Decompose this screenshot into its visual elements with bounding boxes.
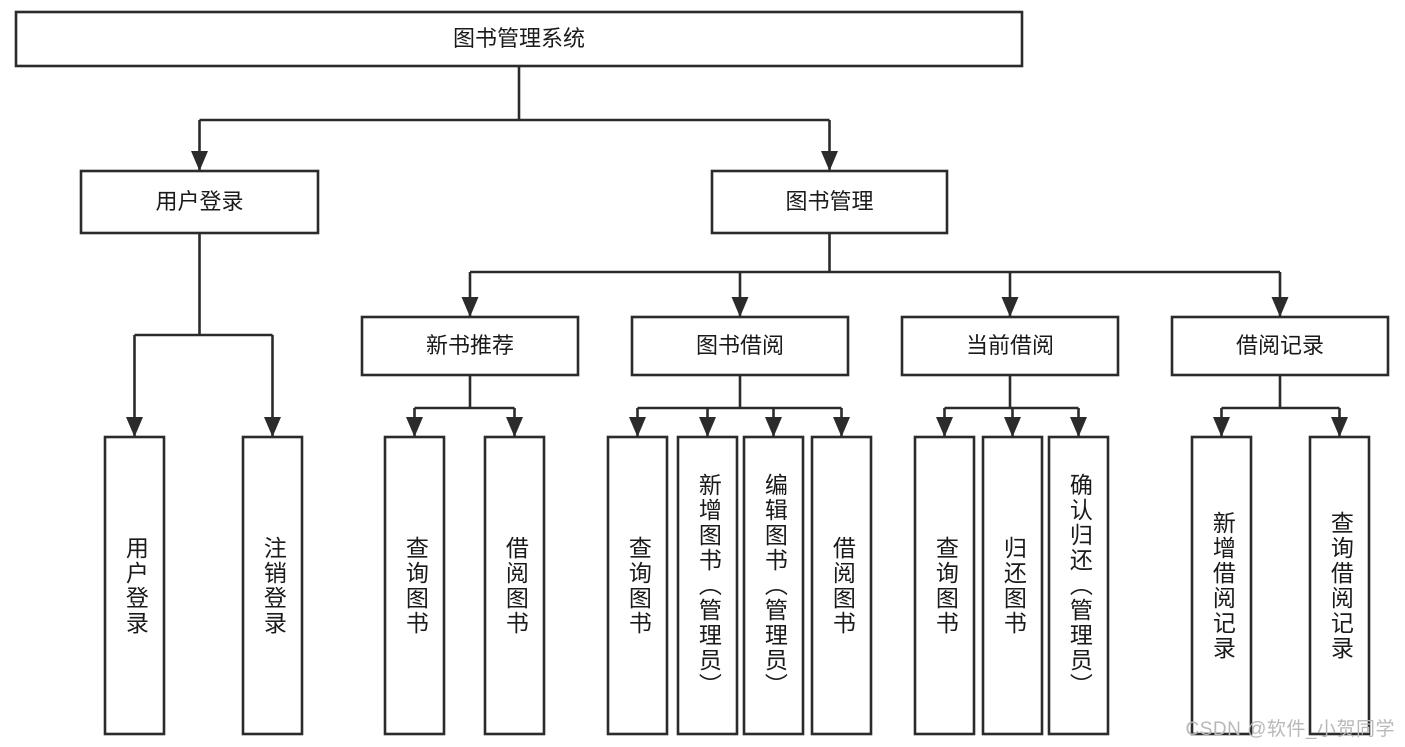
arrow-head-icon	[936, 417, 953, 437]
arrow-head-icon	[191, 151, 208, 171]
node-book-manage-label: 图书管理	[785, 189, 873, 214]
node-leaf-confirm-return-admin[interactable]	[1047, 435, 1110, 736]
node-user-login[interactable]	[79, 169, 320, 235]
node-leaf-user-logout[interactable]	[241, 435, 304, 736]
node-book-borrow-label: 图书借阅	[696, 333, 784, 358]
arrow-head-icon	[629, 417, 646, 437]
connector-layer	[126, 66, 1348, 437]
node-leaf-add-book-admin[interactable]	[676, 435, 739, 736]
node-leaf-user-login[interactable]	[103, 435, 166, 736]
node-root[interactable]	[14, 10, 1024, 68]
arrow-head-icon	[765, 417, 782, 437]
arrow-head-icon	[1001, 297, 1019, 317]
arrow-head-icon	[461, 297, 479, 317]
node-root-label: 图书管理系统	[453, 26, 585, 51]
arrow-head-icon	[506, 417, 523, 437]
node-current-borrow-label: 当前借阅	[966, 333, 1054, 358]
node-leaf-query-book-cur[interactable]	[913, 435, 976, 736]
node-leaf-query-book-rec[interactable]	[383, 435, 446, 736]
node-new-book-recommend-label: 新书推荐	[426, 333, 514, 358]
csdn-watermark: CSDN @软件_小贺同学	[1185, 719, 1395, 740]
arrow-head-icon	[1213, 417, 1230, 437]
node-leaf-edit-book-admin[interactable]	[742, 435, 805, 736]
node-leaf-add-borrow-record[interactable]	[1190, 435, 1253, 736]
node-leaf-borrow-book-rec[interactable]	[483, 435, 546, 736]
node-leaf-query-book-borrow[interactable]	[606, 435, 669, 736]
node-leaf-query-borrow-record[interactable]	[1308, 435, 1371, 736]
node-user-login-label: 用户登录	[155, 189, 243, 214]
node-book-borrow[interactable]	[630, 315, 850, 377]
arrow-head-icon	[699, 417, 716, 437]
arrow-head-icon	[731, 297, 749, 317]
arrow-head-icon	[1070, 417, 1087, 437]
arrow-head-icon	[1271, 297, 1289, 317]
node-leaf-return-book[interactable]	[981, 435, 1044, 736]
arrow-head-icon	[264, 417, 281, 437]
node-book-manage[interactable]	[710, 169, 949, 235]
node-borrow-record-label: 借阅记录	[1236, 333, 1324, 358]
node-leaf-borrow-book[interactable]	[810, 435, 873, 736]
arrow-head-icon	[126, 417, 143, 437]
arrow-head-icon	[1331, 417, 1348, 437]
arrow-head-icon	[833, 417, 850, 437]
arrow-head-icon	[406, 417, 423, 437]
arrow-head-icon	[1004, 417, 1021, 437]
node-new-book-recommend[interactable]	[360, 315, 580, 377]
node-borrow-record[interactable]	[1170, 315, 1390, 377]
node-current-borrow[interactable]	[900, 315, 1120, 377]
arrow-head-icon	[821, 151, 838, 171]
